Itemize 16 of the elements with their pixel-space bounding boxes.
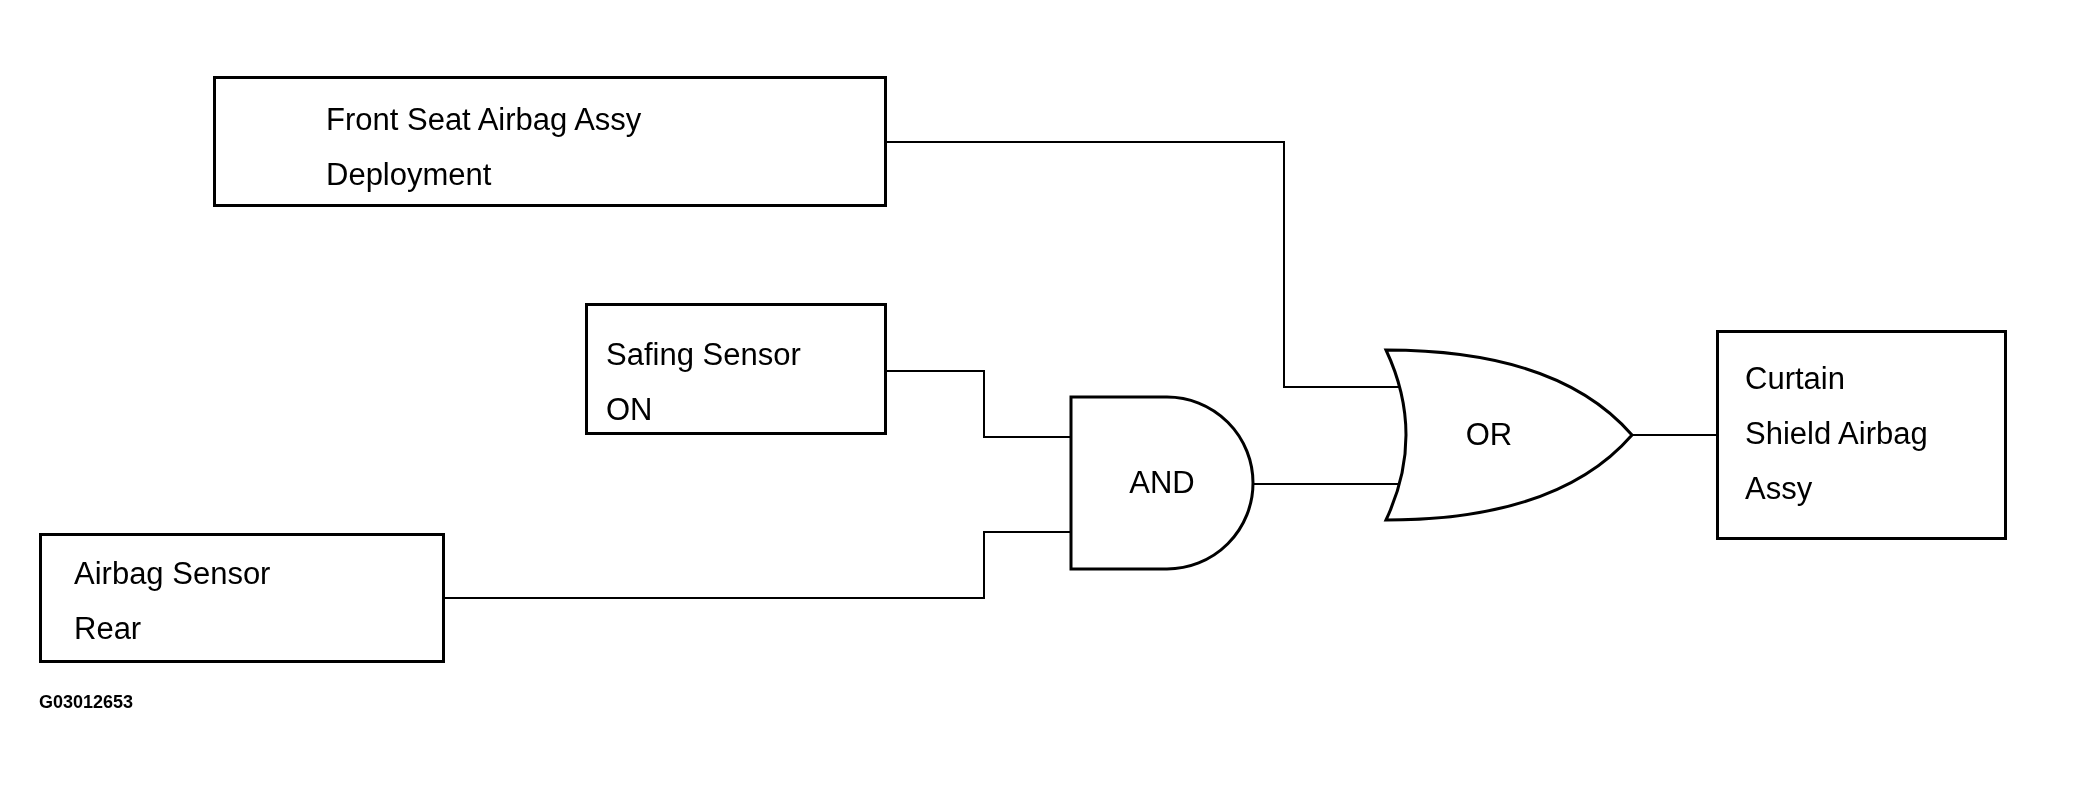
connector-line (444, 531, 1072, 599)
and-gate-symbol (1071, 397, 1253, 569)
or-gate-symbol (1386, 350, 1632, 520)
figure-code: G03012653 (39, 692, 134, 713)
block-box (39, 533, 445, 663)
gate-label: OR (1464, 416, 1514, 454)
block-label: Curtain Shield Airbag Assy (1745, 360, 1929, 508)
block-label: Airbag Sensor Rear (74, 555, 272, 648)
connector-line (886, 370, 1072, 438)
block-box (585, 303, 887, 435)
block-box (213, 76, 887, 207)
block-label: Safing Sensor ON (606, 336, 802, 429)
block-label: Front Seat Airbag Assy Deployment (326, 101, 643, 194)
connector-line (1631, 434, 1717, 436)
gate-label: AND (1128, 464, 1196, 502)
block-box (1716, 330, 2007, 540)
